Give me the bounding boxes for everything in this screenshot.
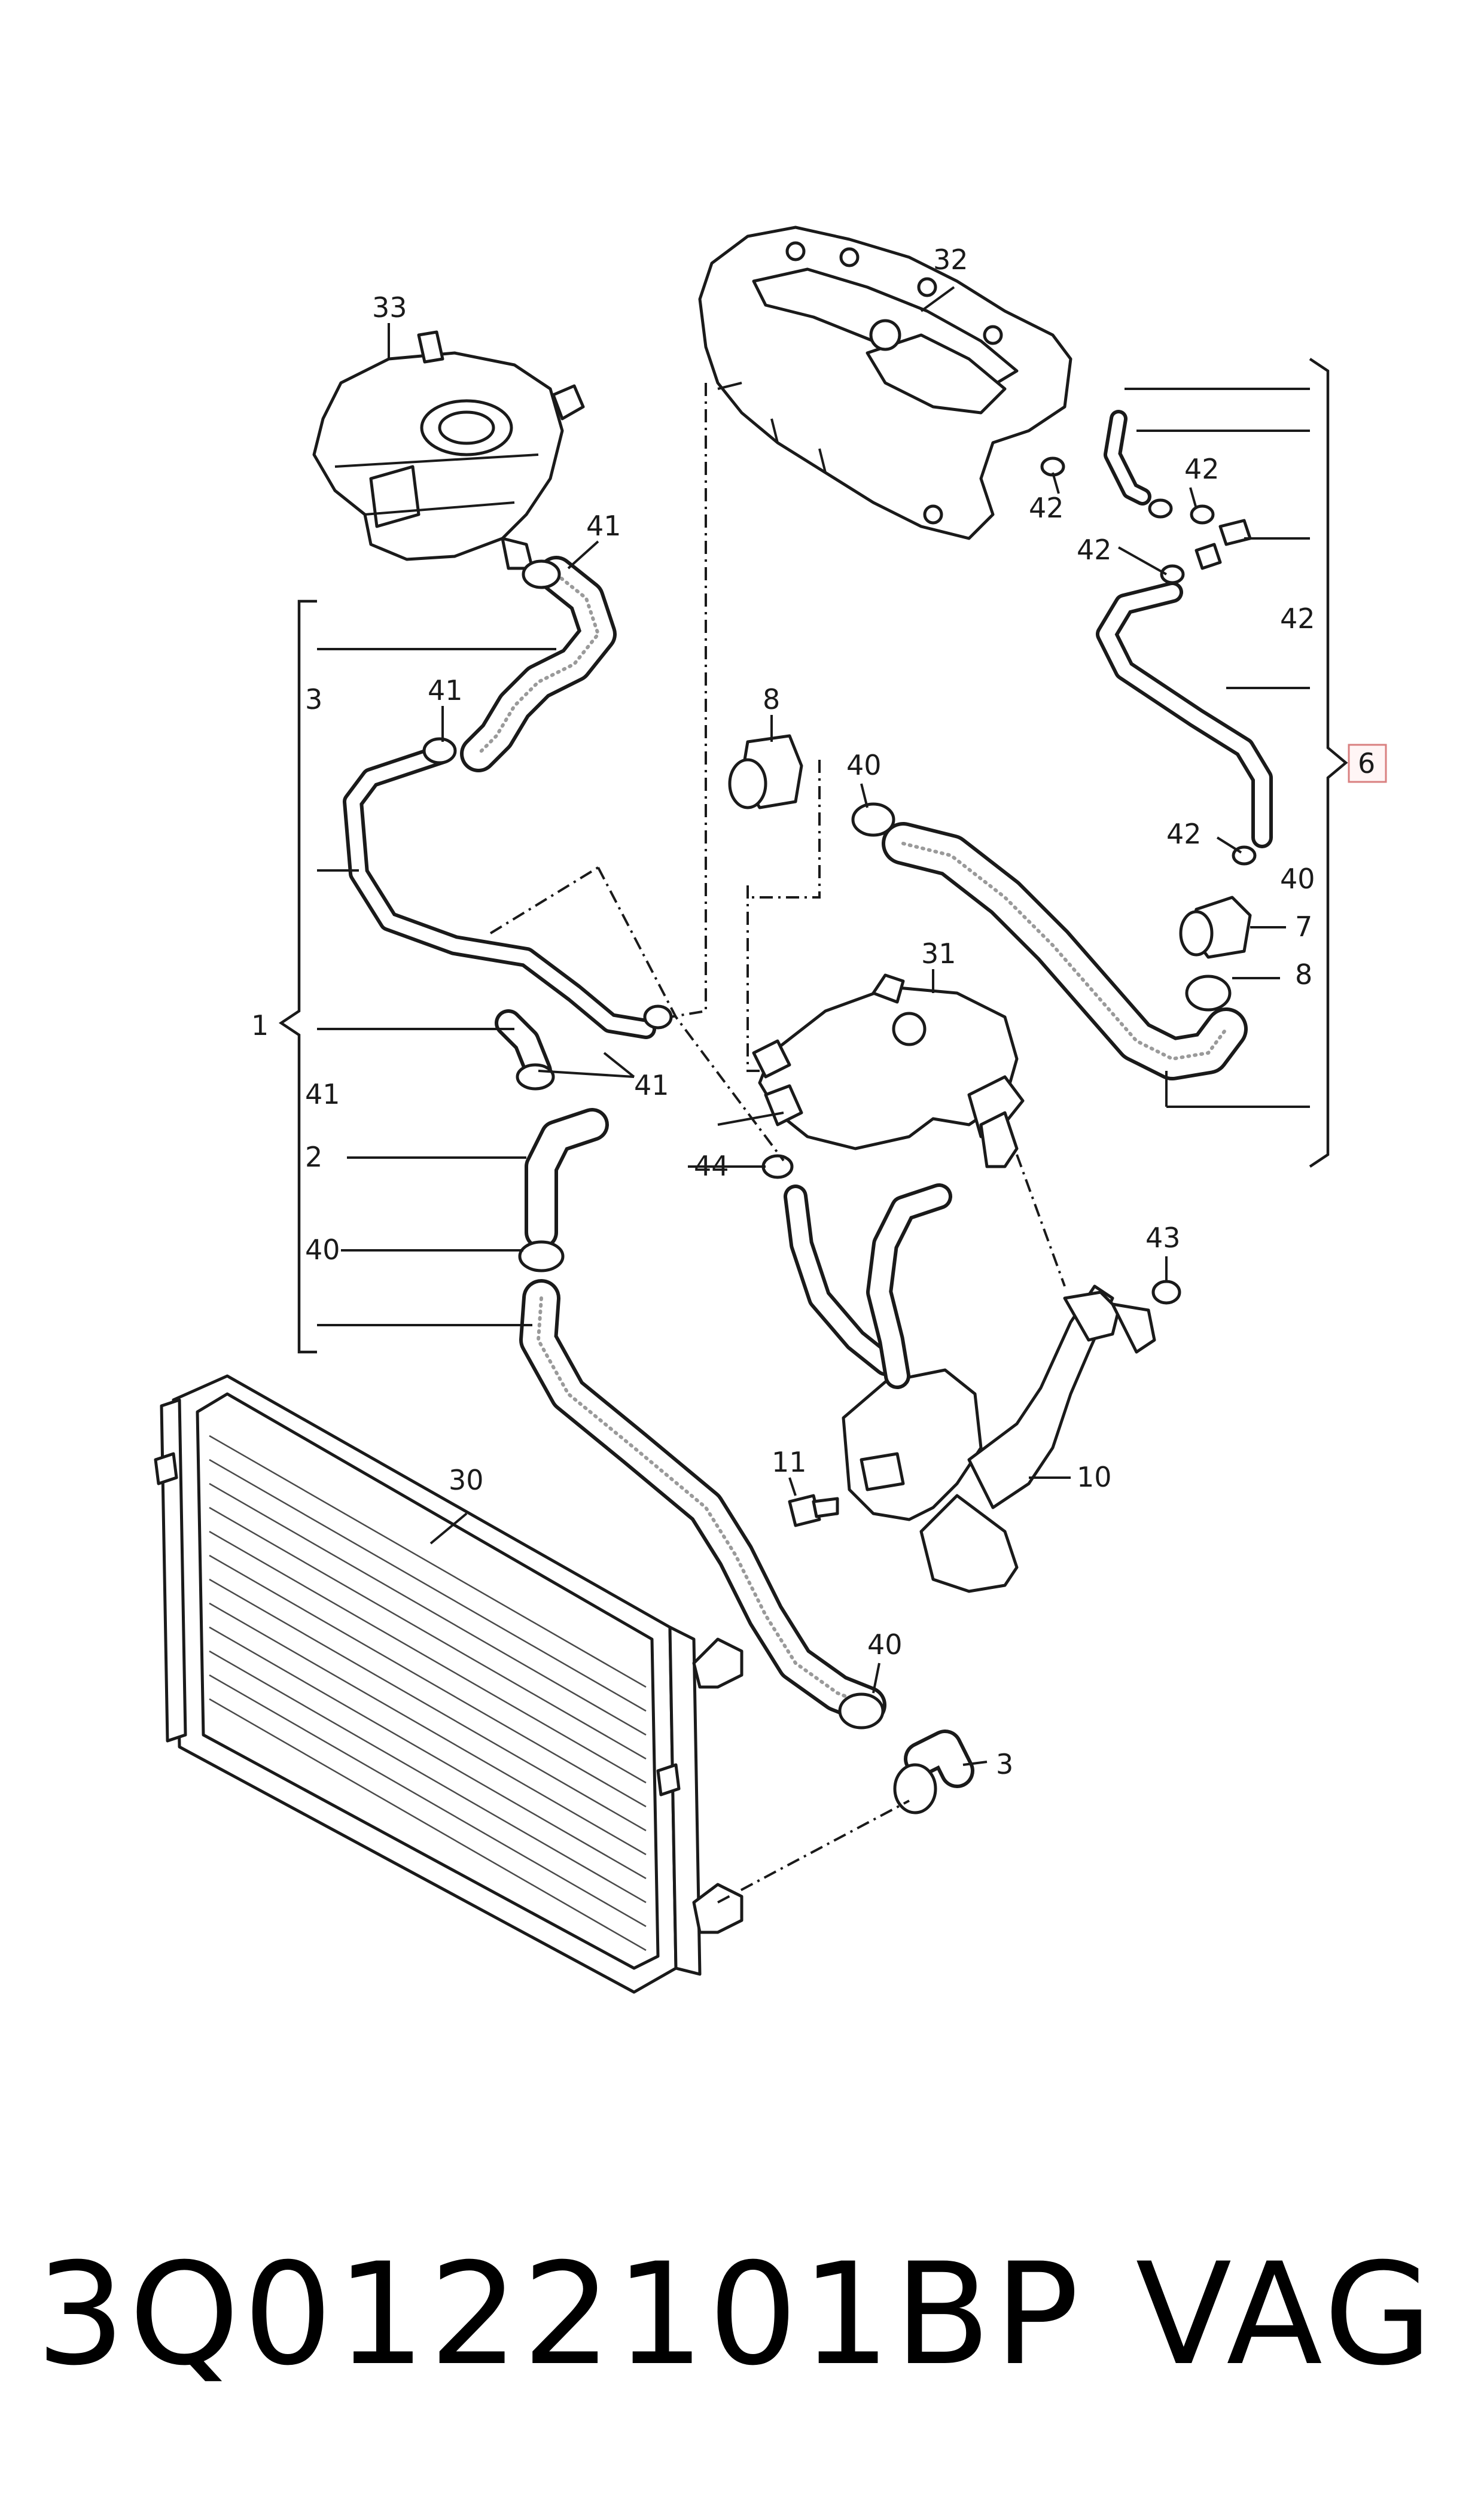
callout-41-mid: 41	[428, 674, 463, 707]
radiator-fins	[209, 1435, 647, 1951]
part-32-manifold	[698, 226, 1072, 540]
callout-8-right: 8	[1295, 958, 1312, 991]
brace-group-6	[1309, 358, 1348, 1168]
callout-6: 6	[1358, 747, 1375, 780]
callout-42-right: 42	[1280, 602, 1315, 635]
part-31-thermostat-housing	[752, 973, 1025, 1168]
callout-42-left: 42	[1029, 492, 1064, 524]
callout-41-lower: 41	[634, 1069, 669, 1101]
part-number: 3Q0122101BP	[36, 2233, 1083, 2397]
callout-10: 10	[1077, 1461, 1112, 1493]
part-10-coolant-pipe-assembly	[842, 1284, 1156, 1593]
callout-41-left: 41	[305, 1078, 340, 1110]
callout-42-mid: 42	[1077, 534, 1112, 566]
callout-2: 2	[305, 1141, 322, 1173]
callout-11: 11	[772, 1446, 807, 1478]
brace-group-1	[278, 599, 317, 1354]
callout-30: 30	[449, 1464, 484, 1496]
callout-6-box	[1348, 744, 1387, 783]
callout-40-left: 40	[305, 1234, 340, 1266]
small-parts	[422, 456, 1257, 1814]
callout-41-top: 41	[586, 510, 621, 542]
callout-labels: 33 32 41 3 41 8 40 42 42 42 42 42 6 40 7…	[251, 243, 1375, 1780]
callout-42-top: 42	[1184, 453, 1220, 485]
callout-42-low: 42	[1166, 818, 1202, 850]
callout-40-lower: 40	[867, 1628, 903, 1661]
callout-3-lower: 3	[996, 1748, 1013, 1780]
callout-7: 7	[1295, 911, 1312, 943]
leader-lines	[317, 286, 1310, 1766]
callout-32: 32	[933, 243, 968, 276]
callout-44: 44	[694, 1150, 729, 1182]
callout-40-upper: 40	[846, 749, 882, 781]
brand-label: VAG	[1135, 2233, 1436, 2397]
callout-40-right: 40	[1280, 863, 1315, 895]
hoses	[343, 410, 1273, 1788]
callout-33: 33	[372, 291, 407, 324]
callout-3-upper: 3	[305, 683, 322, 715]
footer: 3Q0122101BP VAG	[0, 2225, 1484, 2405]
part-30-radiator	[154, 1374, 743, 1994]
part-33-expansion-tank	[312, 330, 585, 570]
callout-43: 43	[1145, 1222, 1181, 1254]
part-11-screw	[788, 1494, 839, 1527]
assembly-lines	[489, 383, 1066, 1904]
callout-31: 31	[921, 937, 956, 970]
callout-8-upper: 8	[763, 683, 780, 715]
callout-1: 1	[251, 1009, 269, 1042]
